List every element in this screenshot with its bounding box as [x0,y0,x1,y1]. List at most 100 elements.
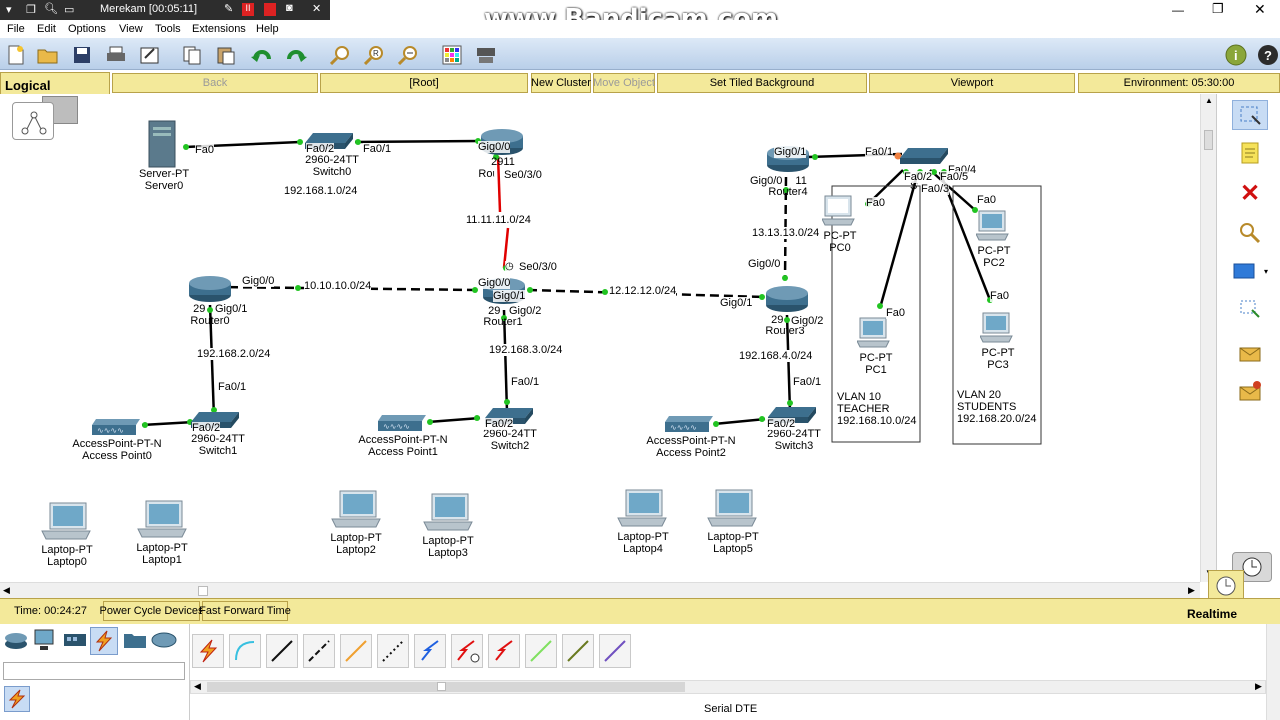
selected-connection-icon[interactable] [4,686,30,712]
stop-icon[interactable] [264,3,276,16]
connections-icon[interactable] [90,627,118,655]
copper-cross-icon[interactable] [303,634,335,668]
search-icon[interactable]: 🔍︎ [44,3,58,15]
copy-icon[interactable] [180,43,204,67]
vertical-scroll-thumb[interactable] [1204,130,1213,150]
access-point-icon[interactable]: ∿∿∿∿ [92,417,142,440]
octal-cable-icon[interactable] [525,634,557,668]
camera-icon[interactable]: ◙ [286,2,293,14]
window-icon[interactable]: ▭ [64,4,75,16]
pc-icon[interactable] [856,317,891,352]
right-edge-scroll[interactable] [1266,624,1280,720]
auto-connection-icon[interactable] [192,634,224,668]
laptop-icon[interactable] [706,489,760,532]
menu-edit[interactable]: Edit [37,23,56,35]
delete-icon[interactable]: ✕ [1239,179,1261,207]
print-icon[interactable] [104,43,128,67]
info-icon[interactable]: i [1224,43,1248,67]
iot-custom-cable-icon[interactable] [562,634,594,668]
maximize-icon[interactable]: ❐ [1212,1,1224,16]
pause-icon[interactable]: II [242,3,254,16]
root-button[interactable]: [Root] [320,73,528,93]
restore-icon[interactable]: ❐ [26,4,36,16]
zoom-in-icon[interactable] [328,43,352,67]
device-search-input[interactable] [3,662,185,680]
server-icon[interactable] [147,119,177,172]
simulation-clock-icon[interactable] [1208,570,1244,602]
fast-forward-button[interactable]: Fast Forward Time [199,601,291,621]
open-icon[interactable] [36,43,60,67]
serial-dte-icon[interactable] [488,634,520,668]
device-template-icon[interactable] [474,43,498,67]
redo-icon[interactable] [284,43,308,67]
laptop-icon[interactable] [616,489,670,532]
zoom-reset-icon[interactable]: R [362,43,386,67]
multiuser-icon[interactable] [150,628,178,655]
back-button[interactable]: Back [112,73,318,93]
cluster-navigator-icon[interactable] [12,96,80,140]
coaxial-cable-icon[interactable] [414,634,446,668]
inspect-icon[interactable] [1232,218,1268,248]
port-label: Fa0/1 [511,376,540,388]
palette-icon[interactable] [440,43,464,67]
console-cable-icon[interactable] [229,634,261,668]
usb-cable-icon[interactable] [599,634,631,668]
menu-help[interactable]: Help [256,23,279,35]
minimize-icon[interactable]: — [1172,3,1184,17]
undo-icon[interactable] [250,43,274,67]
cable-scrollbar[interactable]: ◀ ▶ [190,680,1266,694]
laptop-icon[interactable] [40,502,94,545]
pencil-icon[interactable]: ✎ [224,3,234,15]
add-simple-pdu-icon[interactable] [1232,338,1268,368]
components-icon[interactable] [62,628,88,655]
phone-cable-icon[interactable] [377,634,409,668]
menu-tools[interactable]: Tools [155,23,181,35]
horizontal-scroll-thumb[interactable] [198,586,208,596]
switch-icon[interactable] [898,146,950,169]
network-devices-icon[interactable] [4,628,30,655]
router-icon[interactable] [765,285,809,316]
misc-icon[interactable] [122,628,148,655]
pc-icon[interactable] [821,195,856,230]
close-recorder-icon[interactable]: ✕ [312,3,322,15]
environment-button[interactable]: Environment: 05:30:00 [1078,73,1280,93]
serial-dce-icon[interactable] [451,634,483,668]
new-cluster-button[interactable]: New Cluster [531,73,591,93]
move-object-button[interactable]: Move Object [593,73,655,93]
laptop-icon[interactable] [136,500,190,543]
activity-wizard-icon[interactable] [138,43,162,67]
logical-tab[interactable]: Logical [0,72,110,94]
access-point-icon[interactable]: ∿∿∿∿ [378,413,428,436]
laptop-icon[interactable] [330,490,384,533]
pc-icon[interactable] [975,210,1010,245]
power-cycle-button[interactable]: Power Cycle Devices [100,601,203,621]
vertical-scrollbar[interactable]: ▲ ▼ [1200,94,1216,582]
pc-icon[interactable] [979,312,1014,347]
viewport-button[interactable]: Viewport [869,73,1075,93]
menu-file[interactable]: File [7,23,25,35]
tiled-background-button[interactable]: Set Tiled Background [657,73,867,93]
close-icon[interactable]: ✕ [1254,1,1266,17]
select-icon[interactable] [1232,100,1268,130]
recorder-down-icon[interactable]: ▾ [6,4,12,16]
note-icon[interactable] [1232,138,1268,168]
horizontal-scrollbar[interactable]: ◀ ▶ [0,582,1200,598]
cable-scroll-thumb[interactable] [207,682,685,692]
draw-shape-icon[interactable]: ▾ [1232,256,1268,286]
menu-view[interactable]: View [119,23,143,35]
menu-options[interactable]: Options [68,23,106,35]
access-point-icon[interactable]: ∿∿∿∿ [665,414,715,437]
save-icon[interactable] [70,43,94,67]
router-icon[interactable] [188,275,232,306]
menu-extensions[interactable]: Extensions [192,23,246,35]
resize-shape-icon[interactable] [1232,294,1268,324]
laptop-icon[interactable] [422,493,476,536]
paste-icon[interactable] [214,43,238,67]
copper-straight-icon[interactable] [266,634,298,668]
new-icon[interactable] [4,43,28,67]
zoom-out-icon[interactable] [396,43,420,67]
end-devices-icon[interactable] [32,628,58,655]
fiber-cable-icon[interactable] [340,634,372,668]
add-complex-pdu-icon[interactable] [1232,376,1268,406]
network-info-icon[interactable]: ? [1256,43,1280,67]
